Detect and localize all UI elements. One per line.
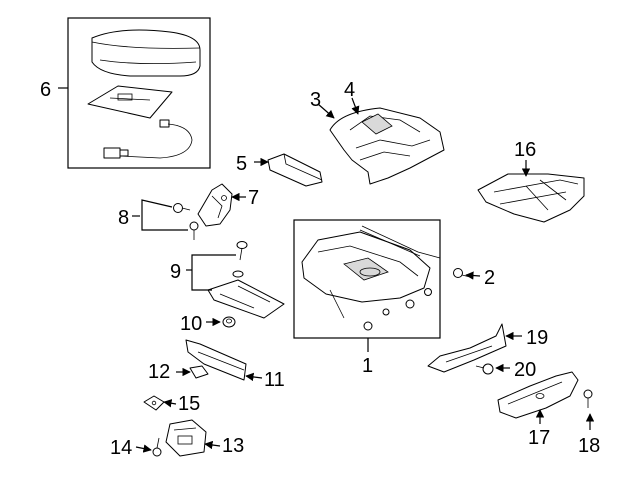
leader-lines <box>58 87 595 453</box>
callout-7: 7 <box>248 187 259 209</box>
callout-labels: 6 3 4 5 7 8 9 10 11 12 15 14 13 1 2 16 1… <box>40 79 600 459</box>
screw-14 <box>152 437 162 457</box>
seat-pad-16 <box>477 173 585 223</box>
track-rail-19 <box>427 323 507 373</box>
seat-cushion-cover <box>329 107 445 185</box>
callout-16: 16 <box>514 139 536 161</box>
callout-17: 17 <box>528 427 550 449</box>
callout-5: 5 <box>236 153 247 175</box>
side-shield-17 <box>497 371 579 419</box>
callout-8: 8 <box>118 207 129 229</box>
callout-10: 10 <box>180 313 202 335</box>
callout-15: 15 <box>178 393 200 415</box>
callout-20: 20 <box>514 359 536 381</box>
bolt-part-20 <box>475 363 494 375</box>
cover-bracket <box>197 183 233 227</box>
small-clip-12 <box>189 365 209 379</box>
screw-8-group <box>173 203 199 240</box>
callout-19: 19 <box>526 327 548 349</box>
callout-12: 12 <box>148 361 170 383</box>
switch-housing <box>165 419 207 457</box>
clip-15 <box>143 395 165 411</box>
callout-18: 18 <box>578 435 600 457</box>
callout-13: 13 <box>222 435 244 457</box>
callout-4: 4 <box>344 79 355 101</box>
frame-assembly-box <box>293 219 441 339</box>
callout-6: 6 <box>40 79 51 101</box>
bolt-part-2 <box>453 268 471 278</box>
bolster-part <box>267 153 323 187</box>
callout-1: 1 <box>362 355 373 377</box>
screw-18 <box>583 389 593 408</box>
callout-14: 14 <box>110 437 132 459</box>
nut-part <box>222 316 236 328</box>
trim-part <box>185 339 247 381</box>
callout-11: 11 <box>264 369 285 391</box>
part-9-group <box>207 241 285 319</box>
cushion-kit-box <box>67 17 211 169</box>
callout-3: 3 <box>310 89 321 111</box>
callout-2: 2 <box>484 267 495 289</box>
callout-9: 9 <box>170 261 181 283</box>
